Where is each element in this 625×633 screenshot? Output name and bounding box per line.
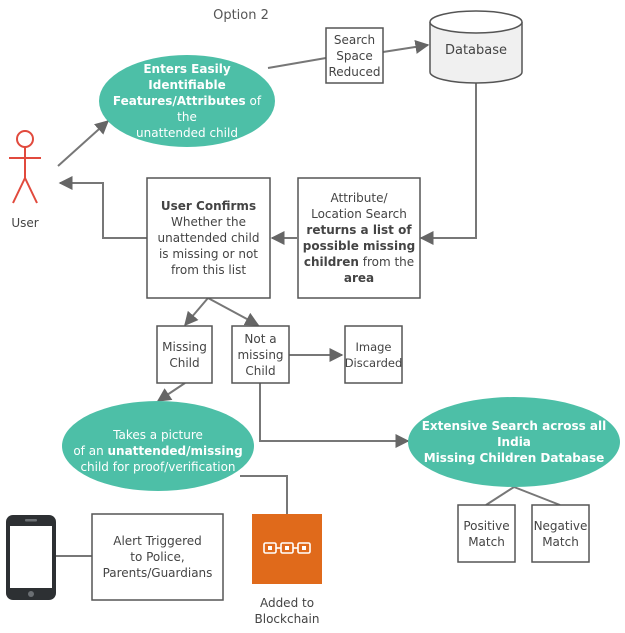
missing-child-label: Missing Child [157, 327, 212, 383]
attribute-line6: area [343, 271, 375, 285]
connector-database-to-attribute [419, 82, 477, 245]
search-space-node [325, 27, 384, 84]
alert-line2: to Police, [130, 550, 185, 564]
not-missing-line1: Not a [244, 332, 277, 346]
enters-line1: Enters Easily Identifiable [143, 62, 231, 92]
confirms-line2: Whether the [171, 215, 246, 229]
database-node [429, 10, 523, 84]
smartphone-icon [6, 515, 56, 600]
blockchain-label: Added to Blockchain [242, 594, 332, 628]
extensive-search-label: Extensive Search across all India Missin… [408, 419, 620, 465]
enters-line2-bold: Features/Attributes [112, 94, 246, 108]
takes-line3: child for proof/verification [80, 460, 236, 474]
user-label-text: User [11, 216, 39, 230]
user-label: User [0, 214, 50, 232]
connector-not-missing-to-extensive [259, 383, 410, 448]
negative-match-label: Negative Match [532, 506, 589, 562]
enters-line3: unattended child [136, 126, 238, 140]
blockchain-line2: Blockchain [254, 612, 320, 626]
connector-missing-to-takes [156, 382, 186, 402]
connector-takes-to-blockchain [240, 475, 288, 514]
search-space-line1: Search [333, 33, 376, 47]
negative-line1: Negative [533, 519, 588, 533]
positive-line2: Match [468, 535, 505, 549]
attribute-line1: Attribute/ [330, 191, 388, 205]
attribute-search-label: Attribute/ Location Search returns a lis… [299, 183, 419, 293]
missing-child-node [156, 325, 213, 384]
diagram-title: Option 2 [213, 8, 269, 23]
attribute-search-node [297, 177, 421, 299]
positive-match-node [457, 504, 516, 563]
confirms-line4: is missing or not [158, 247, 259, 261]
enters-line2-rest: of the [177, 94, 262, 124]
missing-line1: Missing [162, 340, 207, 354]
connector-confirms-to-user [58, 176, 147, 239]
attribute-line4: possible missing [302, 239, 416, 253]
search-space-line3: Reduced [328, 65, 381, 79]
database-label-text: Database [444, 43, 508, 58]
positive-match-label: Positive Match [458, 506, 515, 562]
attribute-line5-rest: from the [358, 255, 415, 269]
user-confirms-label: User Confirms Whether the unattended chi… [148, 190, 269, 286]
search-space-line2: Space [336, 49, 373, 63]
connector-extensive-to-negative [513, 486, 561, 506]
negative-line2: Match [542, 535, 579, 549]
confirms-line1: User Confirms [160, 199, 257, 213]
alert-label: Alert Triggered to Police, Parents/Guard… [92, 514, 223, 600]
image-discarded-node [344, 325, 403, 384]
image-discarded-label: Image Discarded [344, 327, 403, 383]
user-confirms-node [146, 177, 271, 299]
connector-search-space-to-database [382, 40, 430, 54]
connector-enters-to-search-space [267, 57, 327, 69]
blockchain-line1: Added to [259, 596, 315, 610]
extensive-line1: Extensive Search across all India [421, 419, 607, 449]
connector-confirms-to-not-missing [207, 297, 260, 326]
not-missing-label: Not a missing Child [232, 327, 289, 383]
not-missing-node [231, 325, 290, 384]
attribute-line2: Location Search [311, 207, 407, 221]
confirms-line3: unattended child [157, 231, 260, 245]
takes-line1: Takes a picture [113, 428, 203, 442]
alert-line1: Alert Triggered [113, 534, 202, 548]
takes-picture-label: Takes a picture of an unattended/missing… [66, 425, 250, 477]
alert-node [91, 513, 224, 601]
enters-features-label: Enters Easily Identifiable Features/Attr… [104, 62, 270, 140]
alert-line3: Parents/Guardians [102, 566, 213, 580]
confirms-line5: from this list [170, 263, 247, 277]
positive-line1: Positive [463, 519, 510, 533]
extensive-search-node [408, 397, 620, 487]
connector-user-to-enters [57, 120, 110, 167]
connector-extensive-to-positive [485, 486, 515, 506]
takes-picture-node [62, 401, 254, 491]
extensive-line2: Missing Children Database [423, 451, 605, 465]
missing-line2: Child [169, 356, 200, 370]
user-actor-icon [9, 130, 41, 204]
database-label: Database [430, 40, 522, 62]
discarded-line1: Image [355, 340, 392, 354]
takes-line2-pre: of an [73, 444, 108, 458]
attribute-line3: returns a list of [306, 223, 412, 237]
attribute-line5-bold: children [303, 255, 359, 269]
negative-match-node [531, 504, 590, 563]
enters-features-node [99, 55, 275, 147]
discarded-line2: Discarded [344, 356, 403, 370]
chain-link-icon [263, 542, 311, 554]
takes-line2-bold: unattended/missing [107, 444, 243, 458]
not-missing-line2: missing [237, 348, 284, 362]
search-space-label: Search Space Reduced [326, 29, 383, 83]
connector-confirms-to-missing [184, 297, 209, 327]
not-missing-line3: Child [245, 364, 276, 378]
